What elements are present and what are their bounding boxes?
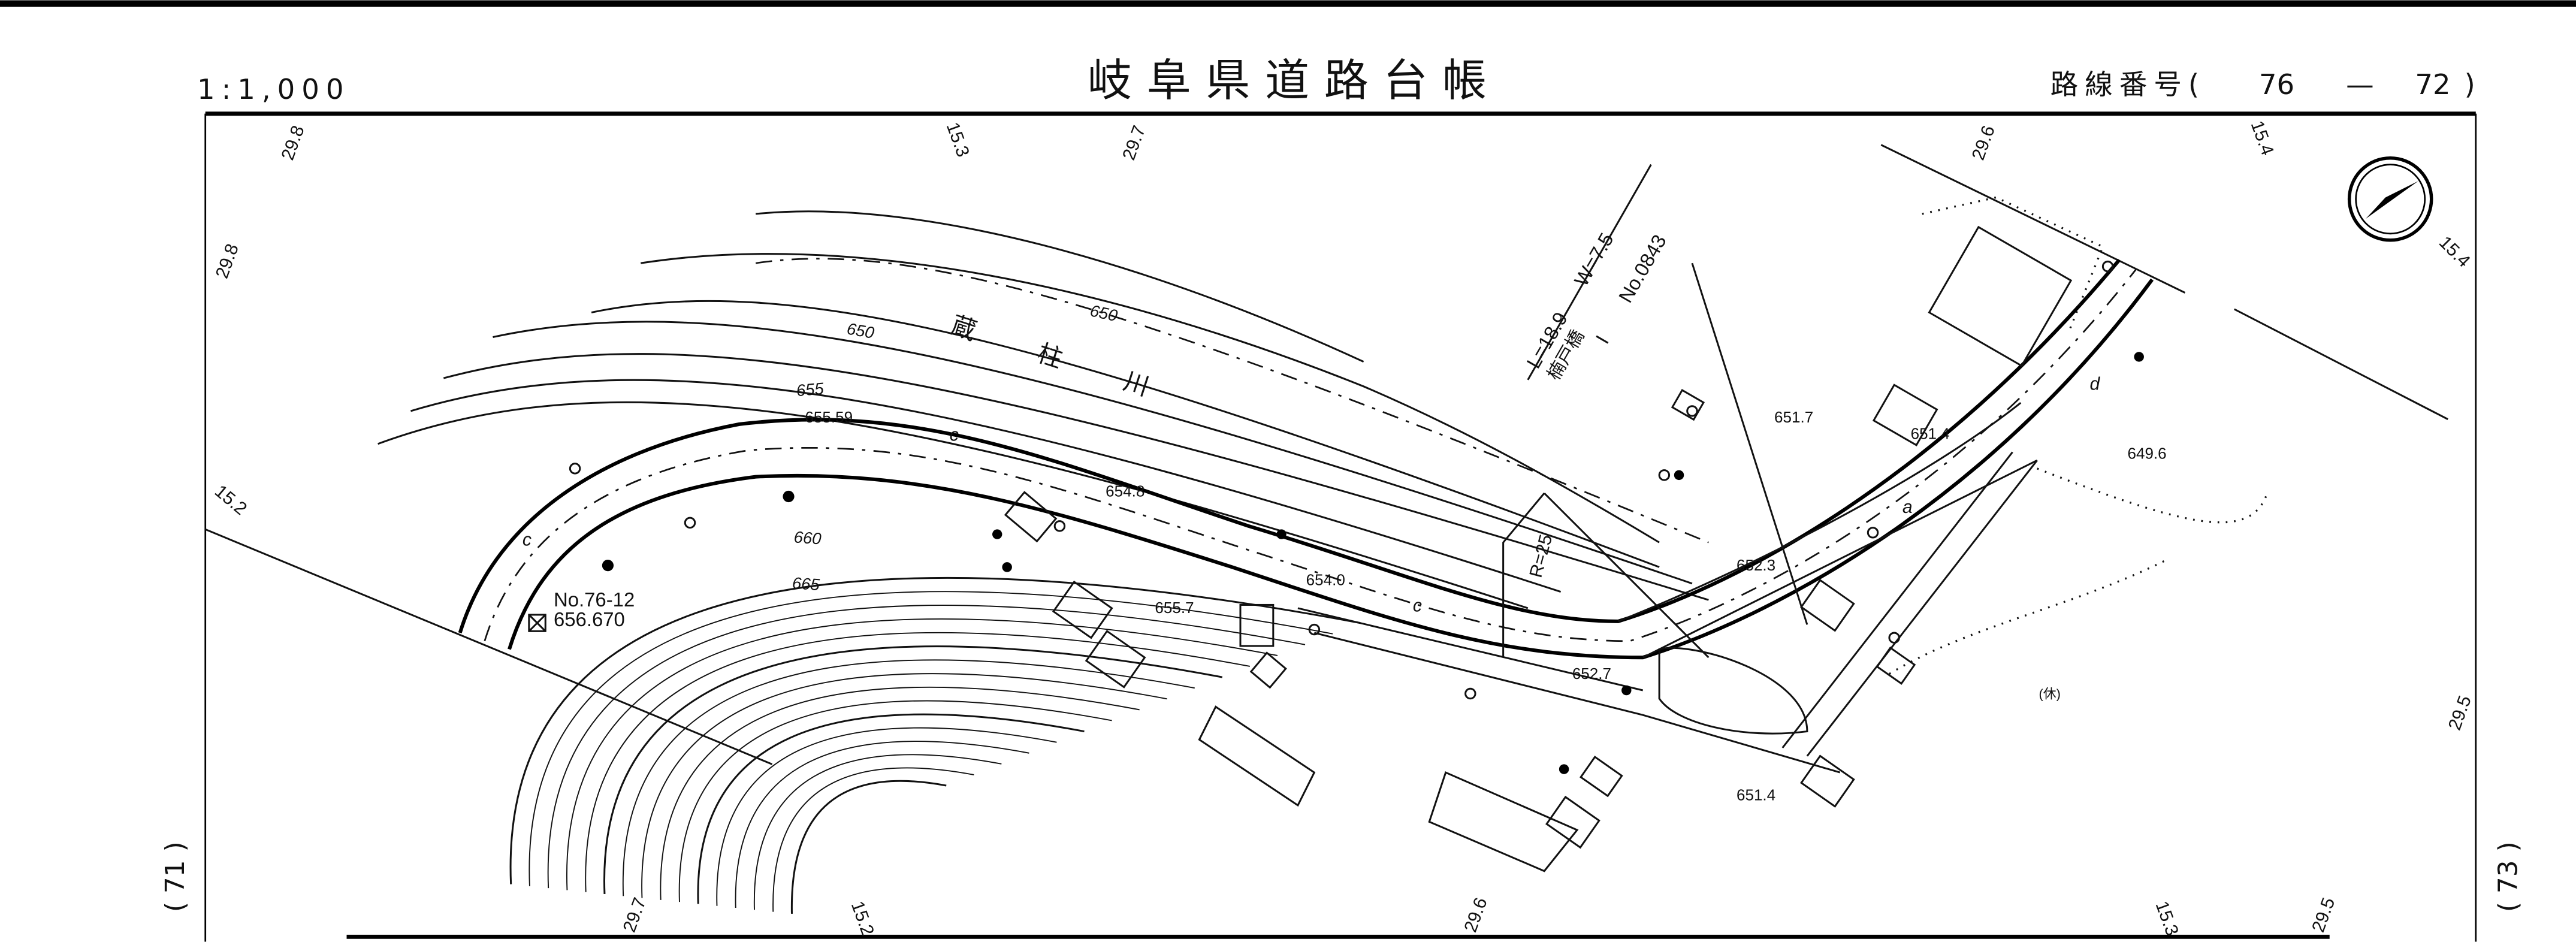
contour-line xyxy=(790,780,947,914)
route-close: ) xyxy=(2465,68,2475,101)
contour-line xyxy=(716,727,1057,906)
contour-label: 660 xyxy=(793,527,823,548)
contour-labels: 650 650 655 660 665 xyxy=(792,301,1119,594)
grid-label: 15.4 xyxy=(2247,118,2278,158)
adjacent-sheet-left: ( 71 ) xyxy=(160,841,191,912)
road-symbol: c xyxy=(1413,596,1422,615)
grid-label: 15.2 xyxy=(211,481,250,519)
spot-height: 651.4 xyxy=(1737,786,1775,804)
spot-height: 654.8 xyxy=(1106,482,1144,500)
north-arrow-icon xyxy=(2347,156,2433,242)
grid-label: 29.6 xyxy=(1968,123,1999,162)
contour-label: 665 xyxy=(792,573,821,594)
spot-height: 652.7 xyxy=(1572,665,1611,683)
contour-line xyxy=(660,686,1140,900)
contour-line xyxy=(547,605,1306,889)
benchmark-elevation: 656.670 xyxy=(554,608,625,630)
spot-height: 651.4 xyxy=(1911,425,1950,443)
route-to: 72 xyxy=(2415,68,2450,101)
contour-line xyxy=(772,767,974,912)
spot-height: 651.7 xyxy=(1774,408,1813,426)
spot-height: 655.59 xyxy=(805,408,853,426)
benchmark-icon xyxy=(528,614,546,632)
river xyxy=(378,210,1709,609)
grid-labels: 29.8 15.3 29.7 29.6 15.4 29.8 15.2 15.4 … xyxy=(211,118,2475,938)
contour-label: 650 xyxy=(1089,301,1120,325)
contour-line xyxy=(678,700,1112,902)
spot-heights: 655.59 654.8 654.0 655.7 652.7 651.7 651… xyxy=(805,408,2166,804)
contour-line xyxy=(566,618,1278,890)
contour-line xyxy=(509,576,1361,884)
spot-height: 654.0 xyxy=(1306,571,1345,589)
contour-line xyxy=(735,741,1029,908)
bridge-number: No.0843 xyxy=(1614,231,1671,306)
buildings xyxy=(1004,196,2104,872)
contour-line xyxy=(753,754,1002,910)
spot-height: 649.6 xyxy=(2128,444,2167,462)
grid-label: 15.4 xyxy=(2435,233,2474,271)
benchmark-id: No.76-12 xyxy=(554,588,635,611)
contour-line xyxy=(622,659,1195,896)
contour-line xyxy=(603,645,1223,895)
grid-label: 29.8 xyxy=(278,123,309,162)
contour-label: 650 xyxy=(845,319,876,342)
contour-line xyxy=(697,713,1085,904)
route-dash: — xyxy=(2346,68,2374,101)
road-symbols: c c c a d xyxy=(523,374,2101,615)
bridge-type: I xyxy=(1591,331,1613,347)
bridge-annotation: L=18.9 W=7.5 楠戸橋 I No.0843 xyxy=(1522,164,1671,384)
bridge-width: W=7.5 xyxy=(1570,229,1618,290)
sheet-title: 岐阜県道路台帳 xyxy=(1088,55,1502,107)
survey-markers xyxy=(528,260,2144,774)
benchmark-label: No.76-12 656.670 xyxy=(554,588,635,630)
route-from: 76 xyxy=(2259,68,2294,101)
contour-label: 655 xyxy=(796,379,825,400)
road-symbol: d xyxy=(2089,374,2100,394)
curve-radius: R=25 xyxy=(1526,532,1557,579)
adjacent-sheet-right: ( 73 ) xyxy=(2493,841,2523,912)
road-symbol: c xyxy=(950,425,959,445)
grid-label: 15.3 xyxy=(943,120,973,159)
contour-line xyxy=(529,591,1333,886)
contour-lines xyxy=(509,576,1361,914)
grid-label: 29.7 xyxy=(1119,123,1149,162)
grid-label: 15.3 xyxy=(2152,899,2182,938)
land-use-forest: (休) xyxy=(2039,687,2061,702)
grid-label: 29.8 xyxy=(212,241,243,281)
route-number: 路線番号( 76 — 72 ) xyxy=(2050,68,2475,101)
road-symbol: a xyxy=(1902,497,1913,517)
route-label: 路線番号( xyxy=(2050,68,2206,101)
contour-line xyxy=(585,632,1251,892)
grid-label: 29.5 xyxy=(2308,895,2339,935)
spot-height: 652.3 xyxy=(1737,556,1775,574)
prefectural-road xyxy=(458,258,2269,774)
road-symbol: c xyxy=(523,530,531,550)
grid-label: 29.5 xyxy=(2445,693,2475,733)
grid-label: 29.6 xyxy=(1461,895,1491,935)
scale-label: 1:1,000 xyxy=(197,73,351,105)
contour-line xyxy=(641,673,1167,898)
grid-label: 15.2 xyxy=(847,899,878,938)
sheet-boundaries xyxy=(205,144,2448,765)
grid-label: 29.7 xyxy=(620,895,650,935)
spot-height: 655.7 xyxy=(1155,599,1194,617)
